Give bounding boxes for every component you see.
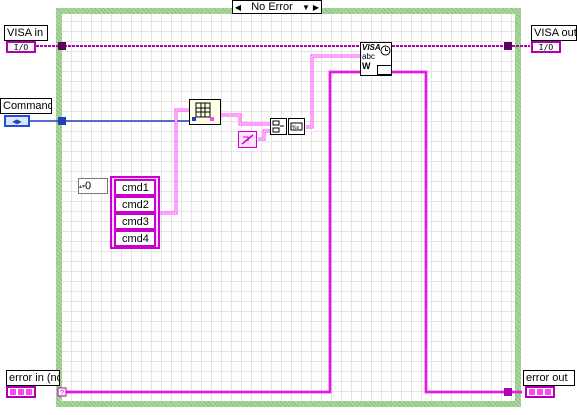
visa-out-terminal[interactable]: I/O: [531, 41, 561, 53]
visa-out-label: VISA out: [531, 25, 577, 41]
enum-arrows-icon: ◀▶: [12, 116, 22, 126]
concatenate-node-right[interactable]: %s: [288, 118, 305, 135]
cluster-icon: [10, 389, 32, 395]
error-in-terminal[interactable]: [6, 386, 36, 398]
array-index: 0: [85, 180, 92, 192]
error-in-label: error in (no: [6, 370, 60, 386]
command-label: Command: [0, 98, 52, 114]
visa-write-sub: abc: [362, 52, 375, 61]
error-out-label: error out: [523, 370, 575, 386]
array-element[interactable]: cmd4: [114, 230, 156, 247]
case-dropdown-arrow-icon[interactable]: ▼: [302, 2, 310, 12]
end-of-line-constant[interactable]: [238, 131, 257, 148]
clock-icon: [380, 45, 391, 56]
index-array-icon: [192, 102, 214, 121]
index-array-node[interactable]: [189, 99, 221, 125]
case-next-arrow-icon[interactable]: ▶: [312, 2, 320, 12]
error-cluster-icon: [377, 65, 392, 75]
concat-icon: [272, 120, 284, 133]
array-element[interactable]: cmd1: [114, 179, 156, 196]
cluster-icon: [529, 389, 551, 395]
format-icon: %s: [290, 122, 303, 131]
eol-icon: [241, 134, 254, 145]
array-element[interactable]: cmd2: [114, 196, 156, 213]
command-terminal[interactable]: ◀▶: [4, 115, 30, 127]
case-selector[interactable]: ◀ No Error ▼ ▶: [232, 0, 322, 14]
error-out-terminal[interactable]: [525, 386, 555, 398]
case-label: No Error: [251, 1, 293, 13]
visa-write-title: VISA: [362, 43, 381, 52]
array-element[interactable]: cmd3: [114, 213, 156, 230]
array-index-display[interactable]: ▴▾ 0: [78, 178, 108, 194]
concatenate-node-left[interactable]: [270, 118, 287, 135]
index-spinner-icon[interactable]: ▴▾: [79, 183, 86, 190]
visa-in-label: VISA in: [4, 25, 48, 41]
svg-text:%s: %s: [292, 125, 299, 131]
visa-write-mode: W: [362, 61, 371, 71]
visa-in-terminal[interactable]: I/O: [6, 41, 36, 53]
case-prev-arrow-icon[interactable]: ◀: [234, 2, 242, 12]
visa-write-node[interactable]: VISA abc W: [360, 42, 392, 76]
